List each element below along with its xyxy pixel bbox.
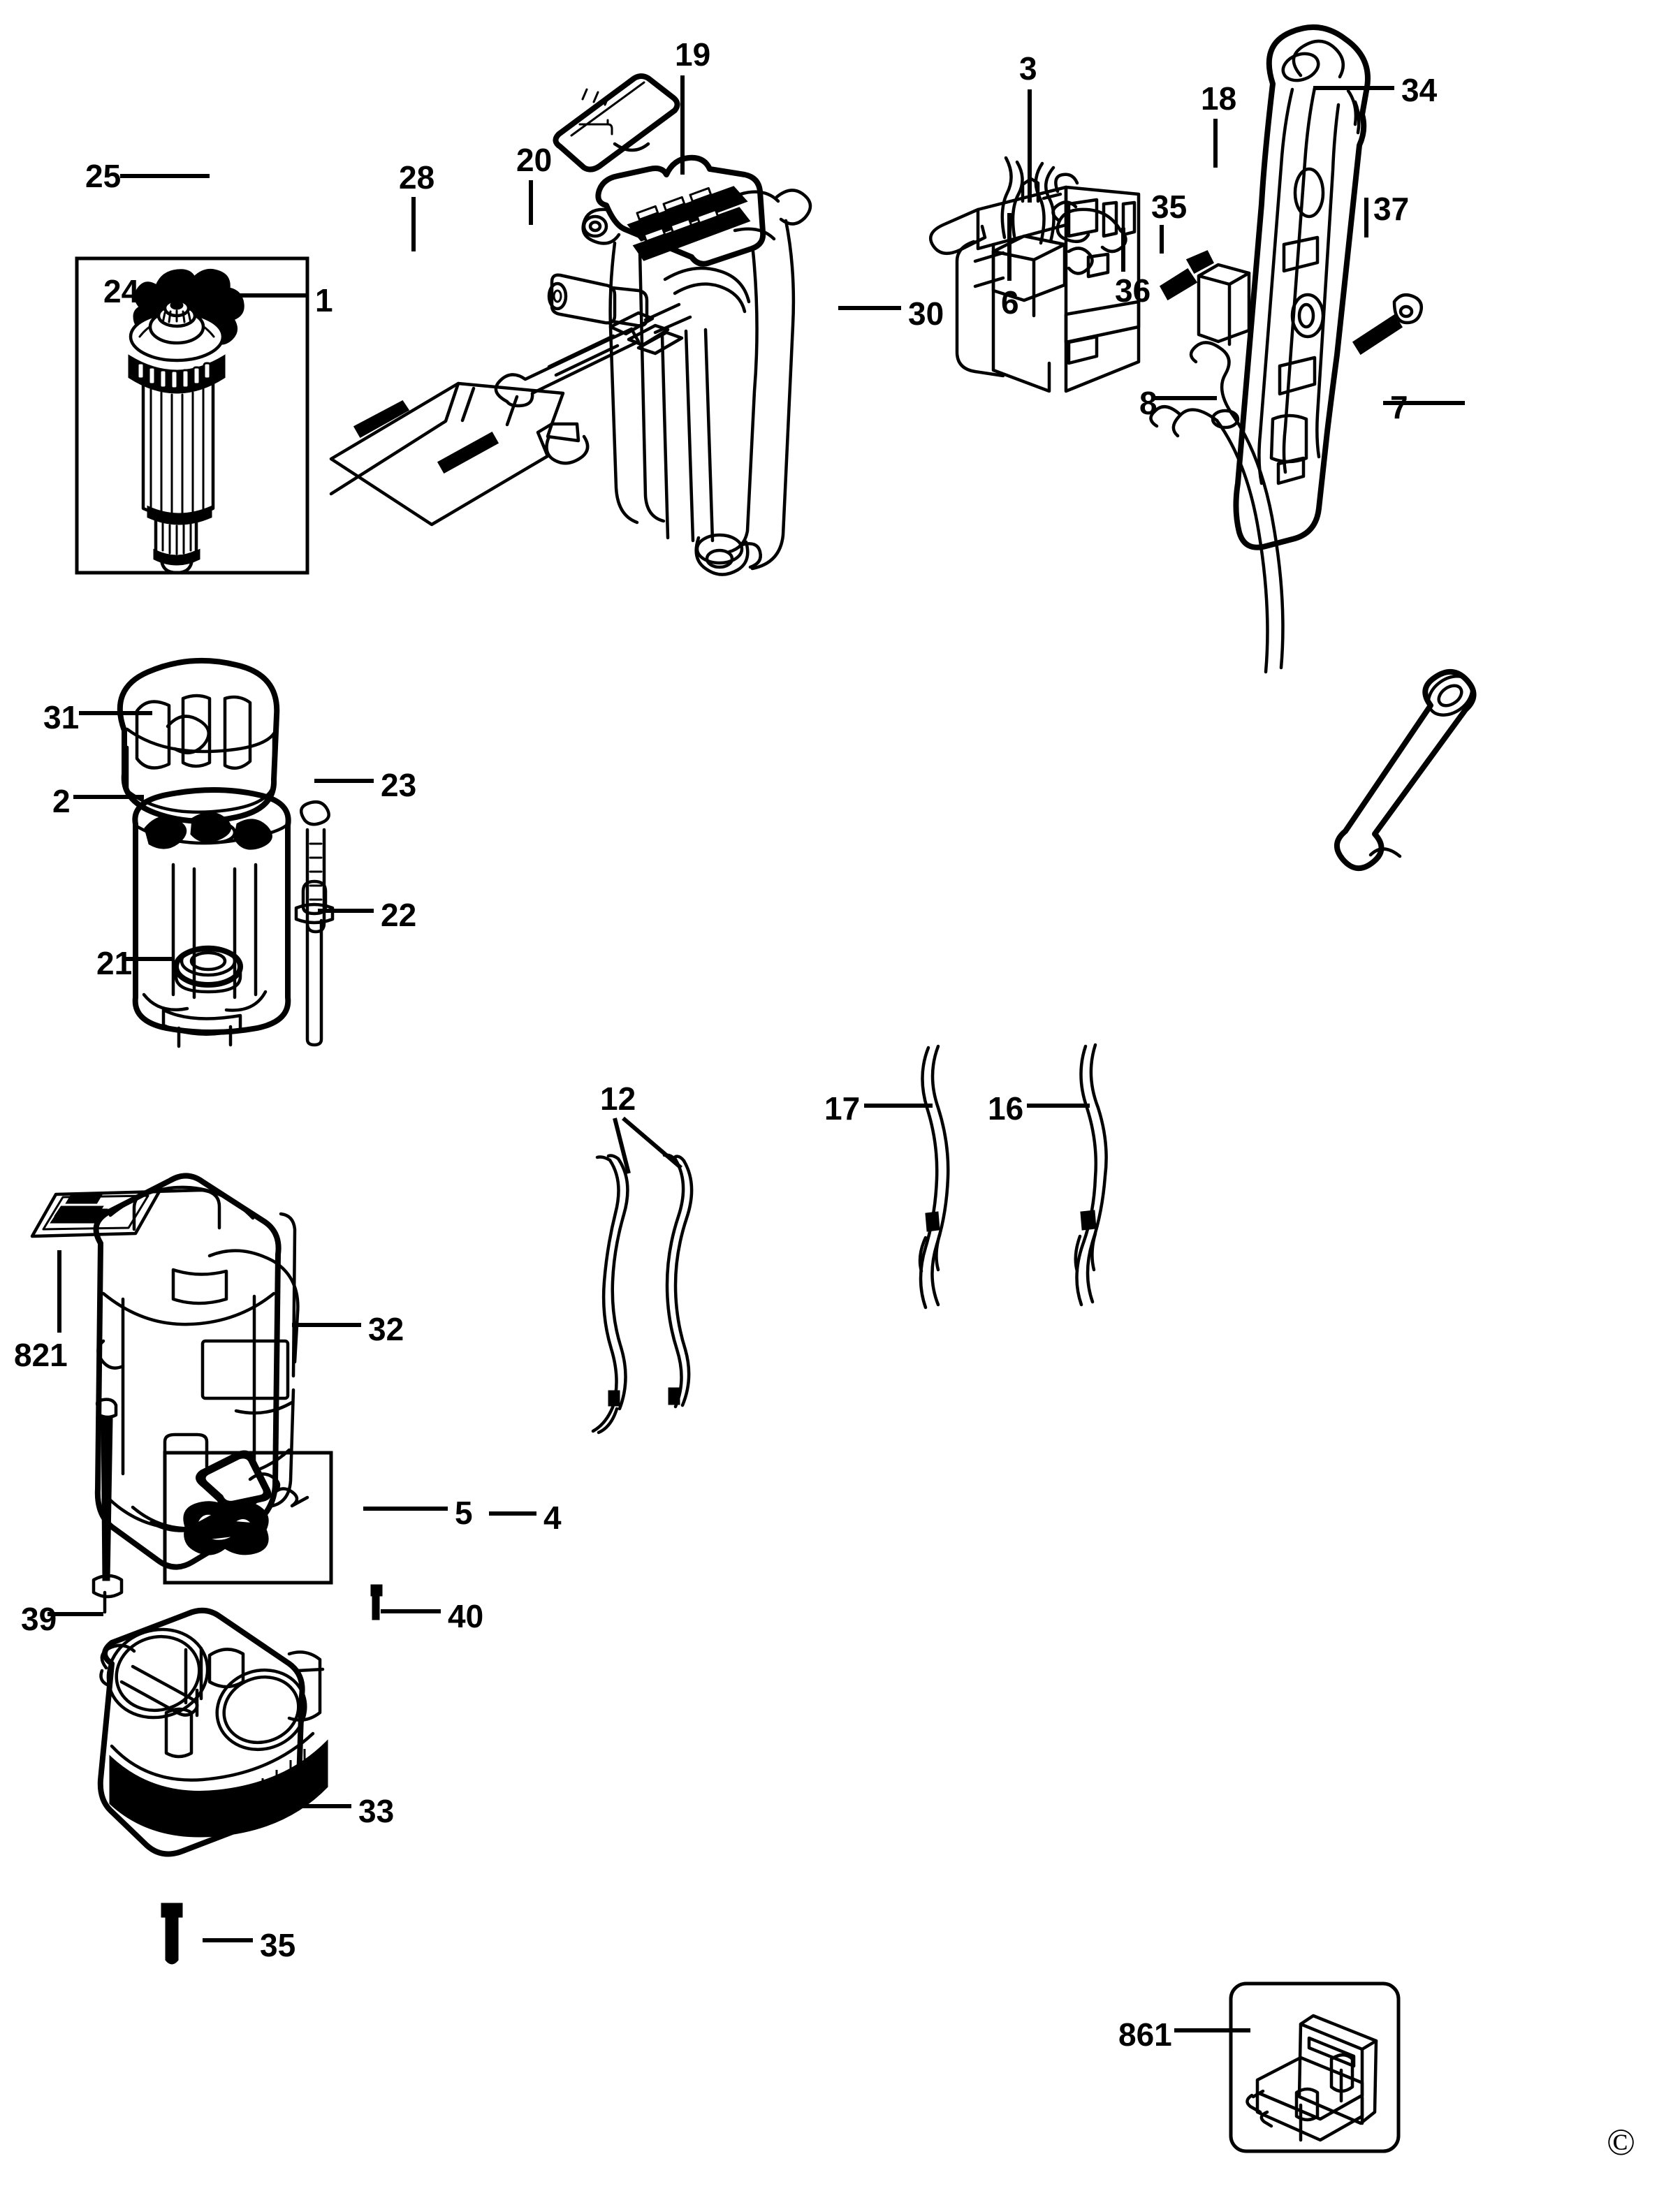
- callout-861: 861: [1118, 2016, 1172, 2053]
- callout-1: 1: [315, 282, 333, 318]
- callout-40: 40: [448, 1598, 484, 1634]
- side-handle-rod: [1334, 669, 1477, 871]
- callout-19: 19: [675, 36, 711, 73]
- callout-7: 7: [1390, 389, 1408, 425]
- carbon-brush: [991, 156, 1067, 318]
- clip: [1051, 200, 1127, 254]
- callout-12: 12: [600, 1080, 636, 1117]
- screw-40: [370, 1584, 383, 1620]
- callout-24: 24: [103, 273, 140, 309]
- callout-25: 25: [85, 158, 122, 194]
- copyright-symbol: ©: [1607, 2121, 1636, 2163]
- callout-21: 21: [96, 945, 133, 981]
- brush-cap-cover: [553, 73, 680, 173]
- callout-22: 22: [381, 897, 417, 933]
- leader-lines: [48, 75, 1465, 2032]
- guide-pin: [294, 879, 335, 1047]
- switch-assembly: [929, 173, 1141, 393]
- armature-group-box: [75, 256, 309, 575]
- callout-23: 23: [381, 767, 417, 803]
- callout-34: 34: [1401, 72, 1438, 108]
- bearing: [173, 945, 243, 994]
- brush-holder-kit: [183, 1450, 309, 1555]
- callout-6: 6: [1001, 284, 1019, 321]
- field-stator: [132, 787, 291, 1048]
- wrench: [494, 302, 692, 408]
- callout-33: 33: [358, 1793, 395, 1829]
- callout-35-lower: 35: [260, 1927, 296, 1963]
- motor-housing: [547, 154, 812, 576]
- gear-case: [93, 1173, 300, 1570]
- callout-4: 4: [543, 1500, 562, 1536]
- wire-leads: [591, 1043, 1108, 1435]
- armature-assembly: [128, 268, 244, 575]
- power-cord: [1149, 341, 1285, 674]
- callout-821: 821: [14, 1337, 68, 1373]
- callout-2: 2: [52, 783, 71, 819]
- base-plate: [329, 381, 590, 527]
- callout-37: 37: [1373, 191, 1410, 227]
- callout-18: 18: [1201, 80, 1237, 117]
- callout-30: 30: [908, 295, 944, 332]
- callout-39: 39: [21, 1601, 57, 1637]
- side-handle-grip: [1233, 24, 1371, 550]
- long-screw: [92, 1398, 124, 1614]
- carrying-case: [1246, 2014, 1378, 2142]
- callout-28: 28: [399, 159, 435, 196]
- callout-20: 20: [516, 142, 553, 178]
- callout-16: 16: [988, 1090, 1024, 1127]
- callout-31: 31: [43, 699, 80, 735]
- screw-35-upper: [1160, 250, 1214, 301]
- carrying-case-box: [1229, 1981, 1401, 2153]
- base-shoe: [97, 1607, 328, 1857]
- callout-5: 5: [455, 1495, 473, 1531]
- callout-17: 17: [824, 1090, 861, 1127]
- callout-32: 32: [368, 1311, 404, 1347]
- baffle-ring: [117, 657, 280, 824]
- handle-bolt: [1352, 293, 1423, 356]
- callout-35-upper: 35: [1151, 189, 1188, 225]
- brush-block: [1197, 263, 1251, 346]
- callout-36: 36: [1115, 272, 1151, 309]
- callout-3: 3: [1019, 50, 1037, 87]
- screw-35-lower: [161, 1903, 183, 1965]
- callout-8: 8: [1139, 385, 1157, 421]
